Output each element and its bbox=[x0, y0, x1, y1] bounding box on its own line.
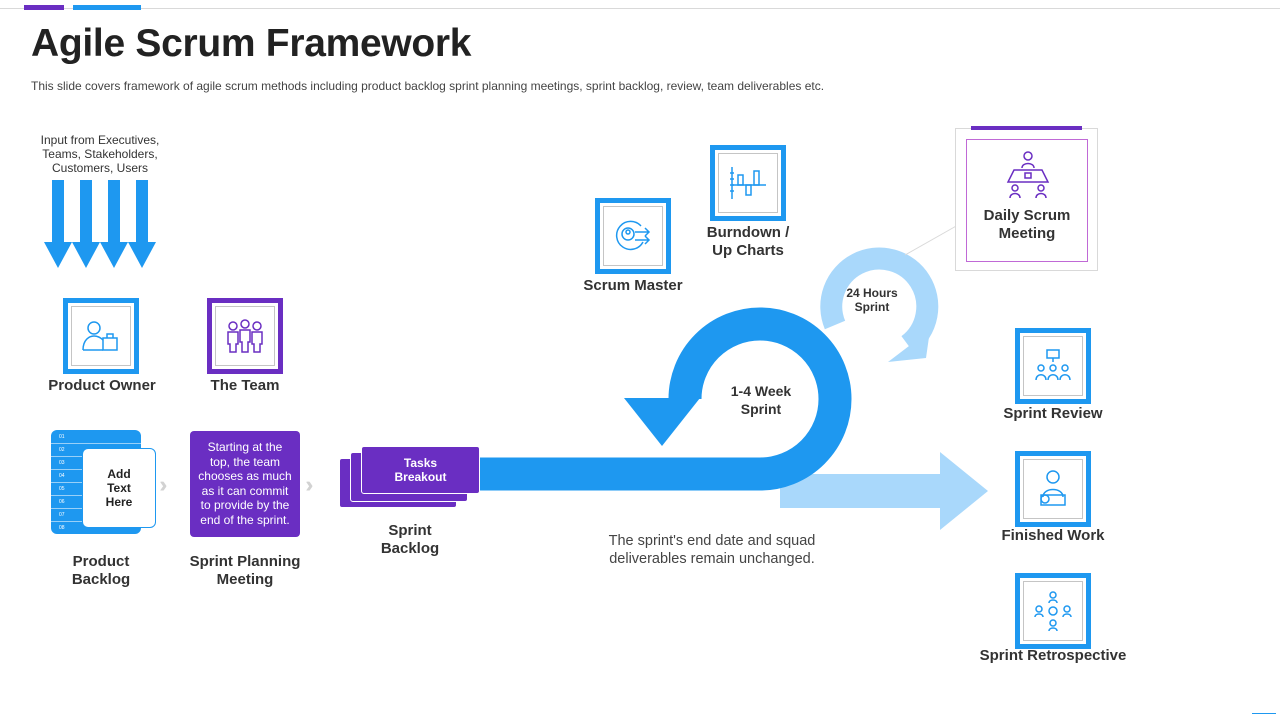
stack-row-number: 04 bbox=[59, 473, 65, 479]
sprint-note: The sprint's end date and squad delivera… bbox=[608, 533, 816, 567]
loop-arrowhead bbox=[624, 398, 700, 446]
chart-icon bbox=[730, 167, 766, 199]
connector-line bbox=[904, 224, 959, 256]
stack-row-divider bbox=[51, 443, 141, 444]
team-icon bbox=[227, 319, 263, 353]
sprint-retrospective-icon-box bbox=[1015, 573, 1091, 649]
slide-subtitle: This slide covers framework of agile scr… bbox=[31, 79, 825, 93]
sprint-loop-arrow bbox=[455, 307, 852, 491]
the-team-label: The Team bbox=[210, 377, 280, 394]
stack-row-number: 06 bbox=[59, 499, 65, 505]
team-network-icon bbox=[1034, 591, 1072, 631]
down-arrow-icon bbox=[44, 180, 72, 268]
daily-loop-arrowhead bbox=[888, 330, 930, 362]
down-arrow-icon bbox=[128, 180, 156, 268]
product-owner-icon bbox=[82, 321, 118, 351]
task-card-front: Tasks Breakout bbox=[361, 446, 480, 494]
slide-title: Agile Scrum Framework bbox=[31, 22, 472, 65]
sprint-backlog-label: Sprint Backlog bbox=[380, 522, 440, 557]
sprint-review-icon-box bbox=[1015, 328, 1091, 404]
sprint-retrospective-label: Sprint Retrospective bbox=[979, 647, 1127, 664]
week-sprint-label: 1-4 Week Sprint bbox=[730, 383, 792, 417]
the-team-icon-box bbox=[207, 298, 283, 374]
top-rule bbox=[0, 8, 1280, 9]
scrum-master-label: Scrum Master bbox=[583, 277, 683, 294]
stack-row-number: 08 bbox=[59, 525, 65, 531]
stack-row-number: 05 bbox=[59, 486, 65, 492]
output-arrow bbox=[780, 452, 988, 530]
review-meeting-icon bbox=[1035, 349, 1071, 381]
stack-row-number: 01 bbox=[59, 434, 65, 440]
product-backlog-label: Product Backlog bbox=[71, 553, 131, 588]
stack-row-number: 03 bbox=[59, 460, 65, 466]
tasks-breakout-text: Tasks Breakout bbox=[394, 456, 447, 484]
burndown-icon-box bbox=[710, 145, 786, 221]
product-owner-label: Product Owner bbox=[48, 377, 156, 394]
daily-scrum-inner-frame bbox=[966, 139, 1088, 262]
accent-bar-blue bbox=[73, 5, 141, 10]
finished-work-icon-box bbox=[1015, 451, 1091, 527]
daily-sprint-label: 24 Hours Sprint bbox=[846, 286, 898, 314]
daily-scrum-label: Daily Scrum Meeting bbox=[983, 207, 1071, 242]
backlog-note-text: Add Text Here bbox=[105, 467, 133, 509]
backlog-note-card: Add Text Here bbox=[82, 448, 156, 528]
stack-row-number: 07 bbox=[59, 512, 65, 518]
daily-scrum-accent bbox=[971, 126, 1082, 130]
finished-work-label: Finished Work bbox=[1001, 527, 1105, 544]
accent-bar-purple bbox=[24, 5, 64, 10]
scrum-master-icon bbox=[615, 220, 651, 251]
product-owner-icon-box bbox=[63, 298, 139, 374]
down-arrow-icon bbox=[72, 180, 100, 268]
sprint-planning-card: Starting at the top, the team chooses as… bbox=[190, 431, 300, 537]
input-arrows bbox=[44, 180, 156, 268]
sprint-review-label: Sprint Review bbox=[1003, 405, 1103, 422]
stack-row-number: 02 bbox=[59, 447, 65, 453]
scrum-master-icon-box bbox=[595, 198, 671, 274]
sprint-planning-label: Sprint Planning Meeting bbox=[189, 553, 301, 588]
inputs-label: Input from Executives, Teams, Stakeholde… bbox=[40, 133, 160, 175]
meeting-icon bbox=[1006, 151, 1050, 199]
burndown-label: Burndown / Up Charts bbox=[706, 224, 790, 259]
worker-icon bbox=[1040, 470, 1066, 506]
down-arrow-icon bbox=[100, 180, 128, 268]
daily-loop-arrow bbox=[820, 247, 939, 354]
corner-accent bbox=[1252, 713, 1276, 714]
